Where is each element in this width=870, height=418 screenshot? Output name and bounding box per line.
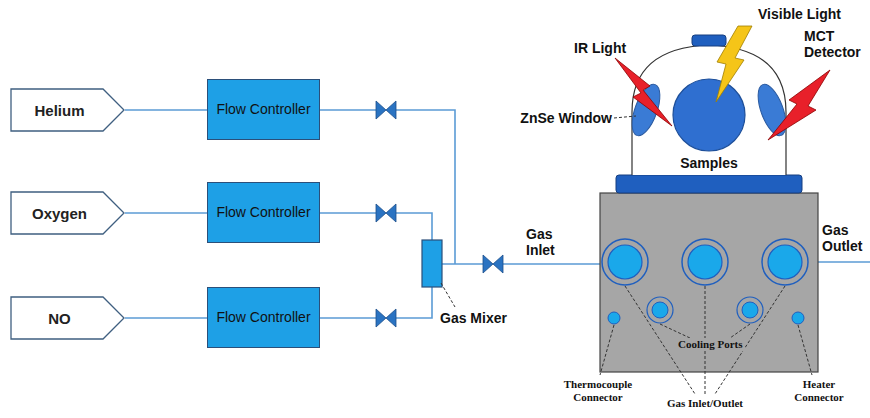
port-label: Gas Inlet/Outlet <box>645 397 765 410</box>
port-label: Gas Inlet <box>526 226 572 258</box>
port-label: Thermocouple Connector <box>556 378 640 404</box>
process-box: Flow Controller <box>207 182 320 243</box>
port-label: Heater Connector <box>782 378 856 404</box>
leader-line <box>441 283 455 307</box>
component-label: ZnSe Window <box>506 110 612 126</box>
sample-disc <box>673 79 745 151</box>
beam-label: Visible Light <box>758 6 864 22</box>
gas-source: Helium <box>10 88 125 132</box>
component-label: Samples <box>670 155 748 171</box>
port-label: Gas Outlet <box>822 222 868 254</box>
mct-beam <box>768 70 830 140</box>
ir-beam <box>615 58 672 126</box>
node-text: Flow Controller <box>208 305 318 330</box>
node-text: NO <box>42 310 93 327</box>
node-text: Flow Controller <box>208 97 318 122</box>
beam-label: IR Light <box>574 40 654 56</box>
gas-source: Oxygen <box>10 191 125 235</box>
process-box: Flow Controller <box>207 79 320 140</box>
gas-line <box>125 317 207 319</box>
beam-label: MCT Detector <box>804 28 866 60</box>
gas-line <box>125 212 207 214</box>
node-text: Flow Controller <box>208 200 318 225</box>
znse-window <box>626 81 665 139</box>
gas-mixer <box>422 240 442 287</box>
gas-source: NO <box>10 296 125 340</box>
leader-lines <box>600 286 812 394</box>
leader-line <box>614 116 636 118</box>
znse-window <box>752 81 791 139</box>
component-label: Gas Mixer <box>440 310 530 326</box>
visible-beam <box>716 26 752 102</box>
process-box: Flow Controller <box>207 287 320 348</box>
node-text: Oxygen <box>26 205 109 222</box>
node-text: Helium <box>28 102 106 119</box>
sample-plate <box>616 175 802 193</box>
reactor-base <box>600 193 818 372</box>
port-label: Cooling Ports <box>675 338 745 351</box>
valve-symbols <box>376 101 503 327</box>
dome-knob <box>692 35 726 46</box>
gas-line <box>125 109 207 111</box>
